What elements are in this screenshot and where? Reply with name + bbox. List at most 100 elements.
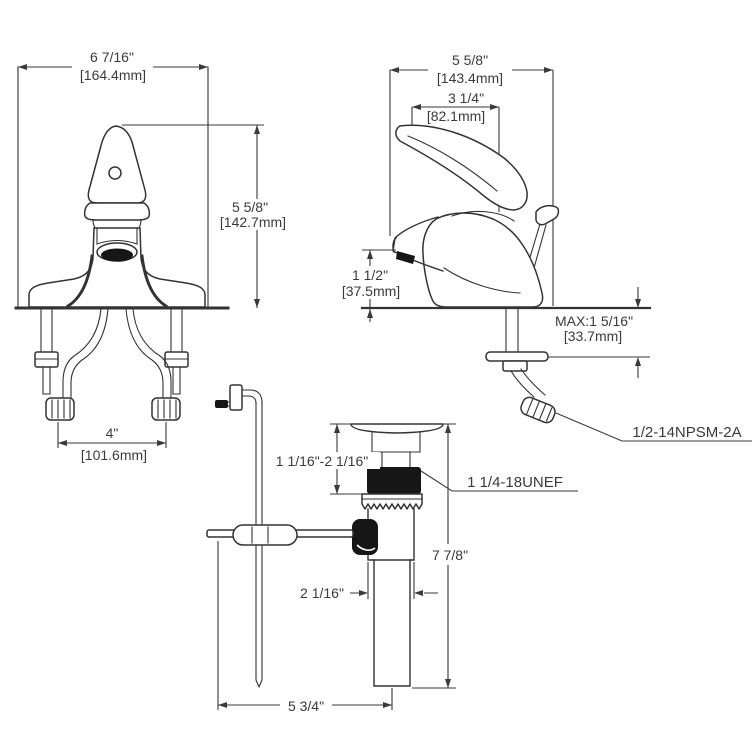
arrowhead-left <box>218 702 227 708</box>
arrowhead-right <box>490 104 499 110</box>
arrowhead-up <box>445 424 451 433</box>
handle-neck-lines <box>92 219 142 229</box>
side-deck-max-dimension: MAX:1 5/16" [33.7mm] <box>548 287 650 378</box>
label-supply-thread: 1/2-14NPSM-2A <box>632 424 741 441</box>
front-height-dimension: 5 5/8" [142.7mm] <box>122 124 297 308</box>
mounting-nut <box>502 360 528 372</box>
dim-side-spout-mm: [37.5mm] <box>342 283 400 299</box>
dim-front-height-inches: 5 5/8" <box>232 199 268 215</box>
arrowhead-down <box>254 299 260 308</box>
supply-tube-left <box>62 308 109 399</box>
dim-deck-max-inches: MAX:1 5/16" <box>555 313 633 329</box>
lift-rod-bend <box>236 389 263 404</box>
base-shade-left <box>65 254 94 309</box>
aerator-front <box>101 248 133 262</box>
dim-front-centers-inches: 4" <box>106 425 119 441</box>
thread-leader-line <box>420 470 578 492</box>
side-below-deck: 1/2-14NPSM-2A <box>485 308 752 442</box>
extension-lines <box>389 70 554 306</box>
text-mask <box>264 452 380 469</box>
label-drain-thread: 1 1/4-18UNEF <box>467 474 563 491</box>
drain-height-dimension: 7 7/8" <box>412 423 468 689</box>
mounting-washer <box>485 351 549 362</box>
side-view: 5 5/8" [143.4mm] 3 1/4" [82.1mm] <box>338 52 752 442</box>
front-view: 6 7/16" [164.4mm] 5 5/8" [142.7mm] <box>14 49 297 463</box>
faucet-side <box>392 124 560 308</box>
faucet-base-outline <box>28 227 206 308</box>
supply-nut-left <box>45 397 75 421</box>
drain-assembly: 1 1/16"-2 1/16" 1 1/4-18UNEF 7 7/8" 2 1/… <box>206 384 578 714</box>
arrowhead-left <box>58 440 67 446</box>
extension-lines <box>330 423 362 495</box>
arrowhead-right <box>383 702 392 708</box>
clevis-strap <box>232 524 298 546</box>
pivot-linkage <box>206 524 354 546</box>
body-crease-lower <box>443 267 521 294</box>
handle-lever <box>395 124 528 211</box>
drain-lift-range-dimension: 1 1/16"-2 1/16" <box>264 423 380 495</box>
base-shade-right <box>140 254 169 309</box>
arrowhead-down <box>445 679 451 688</box>
arrowhead-up-below-deck <box>367 309 373 318</box>
drain-body <box>350 423 444 687</box>
supply-nut-right <box>151 397 181 421</box>
dim-drain-rod-offset: 5 3/4" <box>288 698 324 714</box>
arrowhead-right <box>157 440 166 446</box>
body-outline <box>422 212 544 308</box>
text-mask <box>213 199 297 230</box>
pivot-nut-highlight <box>356 544 376 551</box>
supply-connector-body <box>520 396 556 424</box>
arrowhead-right <box>199 64 208 70</box>
supply-nut-right-knurl <box>157 399 177 419</box>
drain-locknut <box>361 493 423 510</box>
extension-lines <box>57 422 167 448</box>
arrowhead-right <box>359 590 368 596</box>
supply-connector-knurl <box>525 398 553 422</box>
front-width-dimension: 6 7/16" [164.4mm] <box>18 49 208 83</box>
dim-drain-lift-range: 1 1/16"-2 1/16" <box>276 453 368 469</box>
arrowhead-left <box>412 104 421 110</box>
dim-side-depth-inches: 5 5/8" <box>452 52 488 68</box>
body-crease-upper <box>451 210 515 222</box>
supply-connector <box>520 396 556 424</box>
dim-side-depth-mm: [143.4mm] <box>437 70 503 86</box>
lift-rod-knob <box>535 204 560 226</box>
clevis-holes <box>251 526 269 544</box>
supply-leader-line <box>555 412 752 442</box>
aerator-side <box>396 251 415 264</box>
arrowhead-left <box>390 67 399 73</box>
drain-thread-callout: 1 1/4-18UNEF <box>420 470 578 492</box>
text-mask <box>338 266 404 299</box>
dim-front-centers-mm: [101.6mm] <box>81 447 147 463</box>
handle-index-hole <box>108 166 122 180</box>
lift-rod-screw-shaft <box>227 401 231 407</box>
spout-front-detail <box>96 227 138 245</box>
drain-cap <box>371 432 421 469</box>
drain-offset-dimension: 5 3/4" <box>217 541 393 714</box>
front-mounting-box <box>17 66 209 309</box>
dim-side-handle-inches: 3 1/4" <box>448 90 484 106</box>
handle-lever-crease <box>407 135 498 192</box>
arrowhead-up <box>334 424 340 433</box>
extension-lines <box>217 541 393 710</box>
arrowhead-up <box>635 357 641 366</box>
arrowhead-right <box>544 67 553 73</box>
dim-front-width-mm: [164.4mm] <box>80 67 146 83</box>
extension-lines <box>412 423 456 689</box>
shank-tube <box>505 308 519 353</box>
drain-width-dimension: 2 1/16" <box>300 562 438 601</box>
arrowhead-left <box>18 64 27 70</box>
dim-drain-height: 7 7/8" <box>432 547 468 563</box>
dim-front-width-inches: 6 7/16" <box>90 49 134 65</box>
lift-rod-screw <box>215 400 228 408</box>
handle-front <box>87 125 147 204</box>
dim-side-handle-mm: [82.1mm] <box>427 108 485 124</box>
arrowhead-up <box>367 250 373 259</box>
front-centers-dimension: 4" [101.6mm] <box>57 422 167 463</box>
supply-nut-left-knurl <box>51 399 71 419</box>
drain-flange <box>350 423 444 434</box>
dim-side-spout-inches: 1 1/2" <box>352 267 388 283</box>
supply-hose <box>510 368 546 398</box>
